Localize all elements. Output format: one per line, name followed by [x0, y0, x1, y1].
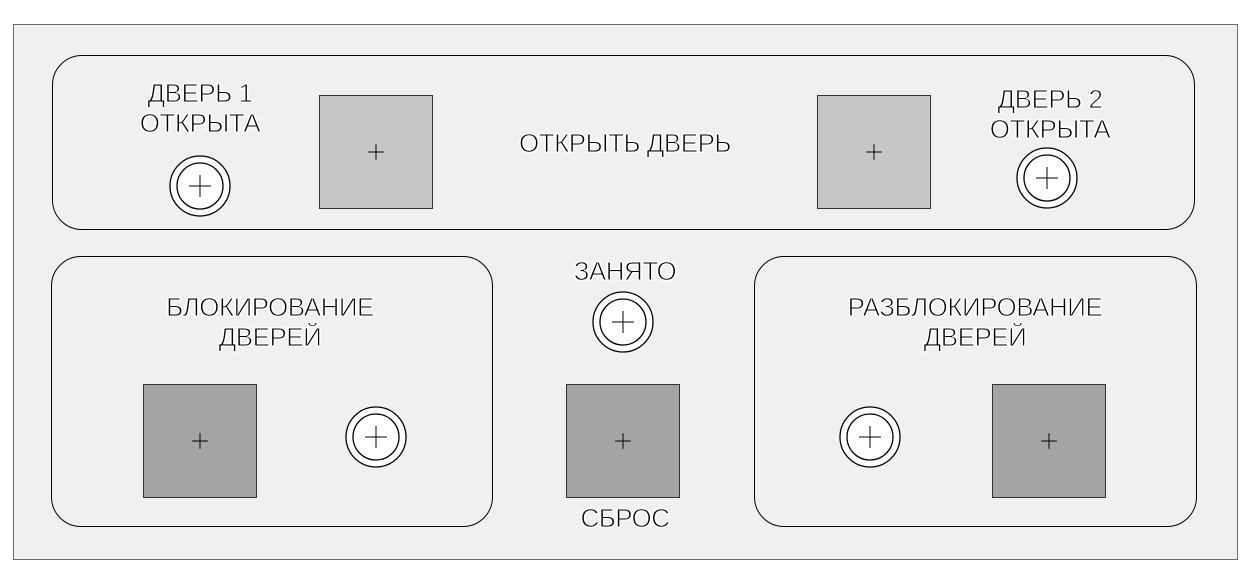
door2-open-indicator — [1015, 146, 1079, 210]
open-door-right-button[interactable] — [817, 95, 931, 209]
reset-label: СБРОС — [580, 503, 671, 534]
door1-open-indicator — [168, 154, 232, 218]
indicator-lamp-icon — [345, 406, 407, 468]
plus-icon — [866, 144, 882, 160]
indicator-lamp-icon — [839, 406, 901, 468]
busy-indicator — [591, 290, 655, 354]
plus-icon — [1041, 433, 1057, 449]
unlock-doors-indicator — [838, 405, 902, 469]
door-control-group — [52, 55, 1195, 230]
unlock-doors-button[interactable] — [992, 384, 1106, 498]
open-door-label: ОТКРЫТЬ ДВЕРЬ — [519, 128, 732, 159]
plus-icon — [192, 433, 208, 449]
indicator-lamp-icon — [592, 291, 654, 353]
indicator-lamp-icon — [169, 155, 231, 217]
open-door-left-button[interactable] — [319, 95, 433, 209]
door2-open-label: ДВЕРЬ 2 ОТКРЫТА — [989, 84, 1111, 145]
indicator-lamp-icon — [1016, 147, 1078, 209]
lock-doors-label: БЛОКИРОВАНИЕ ДВЕРЕЙ — [166, 292, 375, 353]
unlock-doors-label: РАЗБЛОКИРОВАНИЕ ДВЕРЕЙ — [847, 292, 1103, 353]
busy-label: ЗАНЯТО — [573, 256, 677, 287]
unlock-doors-group — [754, 256, 1197, 527]
lock-doors-group — [51, 256, 493, 527]
reset-button[interactable] — [566, 384, 680, 498]
plus-icon — [368, 144, 384, 160]
lock-doors-indicator — [344, 405, 408, 469]
door1-open-label: ДВЕРЬ 1 ОТКРЫТА — [139, 78, 261, 139]
lock-doors-button[interactable] — [143, 384, 257, 498]
plus-icon — [615, 433, 631, 449]
